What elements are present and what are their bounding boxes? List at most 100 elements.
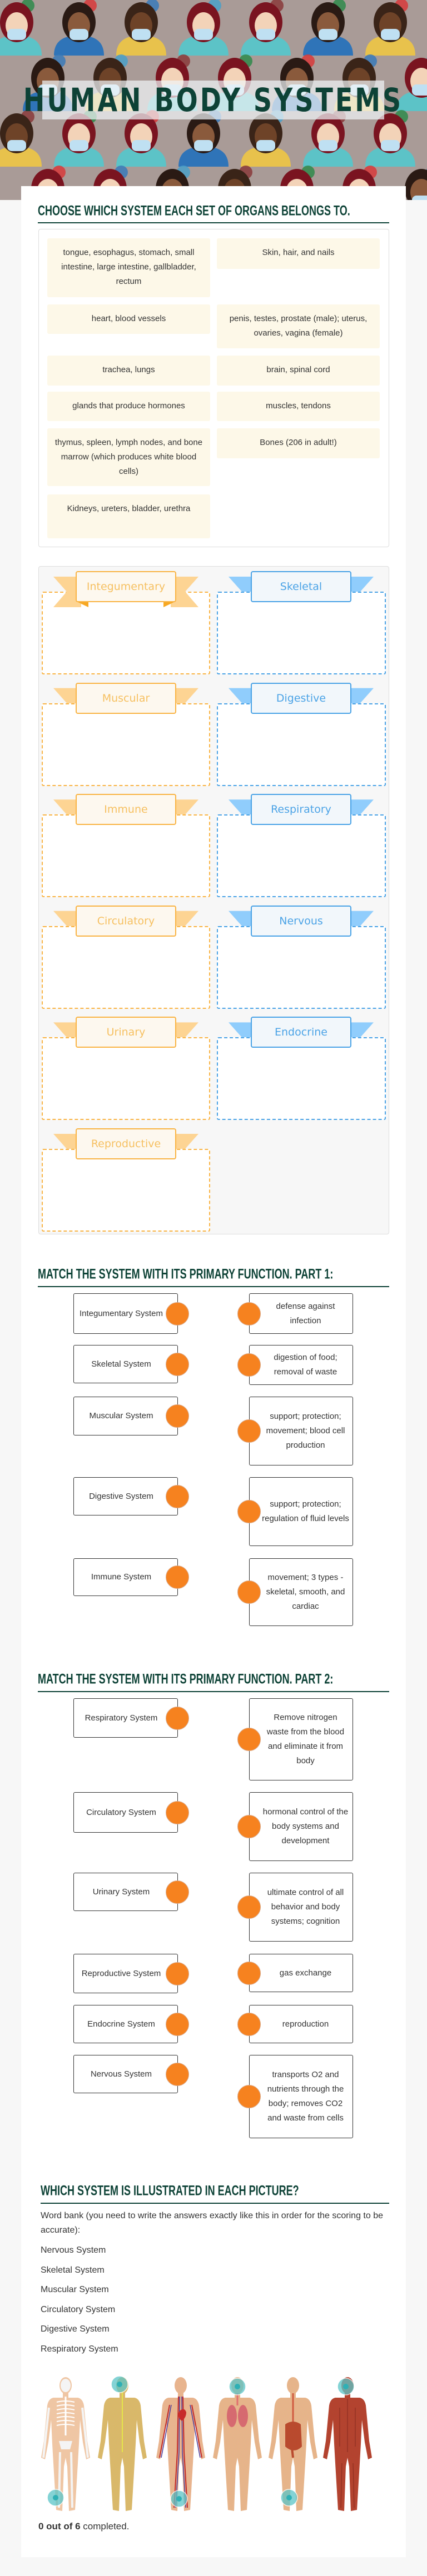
match-system-box[interactable]: Integumentary System <box>73 1293 178 1334</box>
match-function-box[interactable]: defense against infection <box>249 1293 353 1334</box>
draggable-organ-item[interactable]: trachea, lungs <box>47 356 210 386</box>
draggable-organ-item[interactable]: tongue, esophagus, stomach, small intest… <box>47 238 210 297</box>
match-system-box[interactable]: Digestive System <box>73 1477 178 1515</box>
section-divider <box>38 222 389 223</box>
category-label-circulatory: Circulatory <box>76 905 176 937</box>
figure-circulatory-system <box>156 2377 205 2511</box>
draggable-organ-item[interactable]: Bones (206 in adult!) <box>217 428 380 458</box>
match-system-box[interactable]: Circulatory System <box>73 1792 178 1833</box>
match-system-box[interactable]: Skeletal System <box>73 1345 178 1383</box>
match-function-box[interactable]: support; protection; movement; blood cel… <box>249 1397 353 1465</box>
match-function-box[interactable]: Remove nitrogen waste from the blood and… <box>249 1698 353 1780</box>
draggable-organ-item[interactable]: brain, spinal cord <box>217 356 380 386</box>
match-connector-left[interactable] <box>166 2012 189 2036</box>
draggable-organ-item[interactable]: muscles, tendons <box>217 392 380 421</box>
match-connector-right[interactable] <box>237 1500 261 1523</box>
match-connector-right[interactable] <box>237 1302 261 1325</box>
category-label-reproductive: Reproductive <box>76 1128 176 1159</box>
word-bank-item: Respiratory System <box>41 2344 118 2354</box>
section-divider <box>38 1286 389 1287</box>
drop-zone-skeletal[interactable] <box>217 592 386 674</box>
match-connector-left[interactable] <box>166 1880 189 1904</box>
hotspot-center <box>286 2495 292 2500</box>
draggable-organ-item[interactable]: heart, blood vessels <box>47 304 210 334</box>
match-connector-right[interactable] <box>237 2012 261 2036</box>
draggable-organ-item[interactable]: Kidneys, ureters, bladder, urethra <box>47 494 210 538</box>
match-function-box[interactable]: digestion of food; removal of waste <box>249 1345 353 1385</box>
match-connector-left[interactable] <box>166 1800 189 1824</box>
match-connector-left[interactable] <box>166 1706 189 1730</box>
hotspot-center <box>176 2496 182 2502</box>
match-connector-right[interactable] <box>237 1961 261 1985</box>
match-connector-left[interactable] <box>166 1962 189 1985</box>
match-connector-right[interactable] <box>237 1419 261 1443</box>
hotspot-center <box>53 2495 58 2500</box>
header-title-box: HUMAN BODY SYSTEMS <box>23 81 401 119</box>
match-system-box[interactable]: Endocrine System <box>73 2005 178 2043</box>
organs-section-title: CHOOSE WHICH SYSTEM EACH SET OF ORGANS B… <box>38 203 350 218</box>
match-connector-right[interactable] <box>237 1895 261 1919</box>
drop-zone-muscular[interactable] <box>42 703 210 786</box>
match-connector-left[interactable] <box>166 1565 189 1589</box>
category-label-urinary: Urinary <box>76 1017 176 1048</box>
draggable-organ-item[interactable]: glands that produce hormones <box>47 392 210 421</box>
category-label-endocrine: Endocrine <box>251 1017 351 1048</box>
word-bank-instructions: Word bank (you need to write the answers… <box>41 2211 384 2235</box>
match-function-box[interactable]: gas exchange <box>249 1954 353 1992</box>
draggable-organ-item[interactable]: penis, testes, prostate (male); uterus, … <box>217 304 380 348</box>
match-system-box[interactable]: Nervous System <box>73 2055 178 2093</box>
figure-muscular-system <box>323 2377 372 2511</box>
figure-digestive-system <box>269 2377 317 2511</box>
figure-skeletal-system <box>41 2377 90 2511</box>
match-function-box[interactable]: movement; 3 types - skeletal, smooth, an… <box>249 1558 353 1626</box>
progress-count: 0 out of 6 <box>38 2521 81 2532</box>
match-function-box[interactable]: support; protection; regulation of fluid… <box>249 1477 353 1546</box>
page-title: HUMAN BODY SYSTEMS <box>23 81 404 119</box>
category-label-respiratory: Respiratory <box>251 794 351 826</box>
match-connector-left[interactable] <box>166 1484 189 1508</box>
ribbon-tails <box>53 577 198 607</box>
match-function-box[interactable]: reproduction <box>249 2005 353 2043</box>
drop-zone-digestive[interactable] <box>217 703 386 786</box>
drop-zone-circulatory[interactable] <box>42 926 210 1009</box>
category-label-skeletal: Skeletal <box>251 571 351 602</box>
section-divider <box>38 1691 389 1692</box>
pictures-section-title: WHICH SYSTEM IS ILLUSTRATED IN EACH PICT… <box>41 2183 299 2198</box>
hotspot-center <box>117 2382 122 2387</box>
progress-status: 0 out of 6 completed. <box>38 2521 129 2532</box>
match-connector-right[interactable] <box>237 1815 261 1838</box>
draggable-organ-item[interactable]: thymus, spleen, lymph nodes, and bone ma… <box>47 428 210 486</box>
match-connector-right[interactable] <box>237 2085 261 2108</box>
drop-zone-endocrine[interactable] <box>217 1037 386 1121</box>
progress-suffix: completed. <box>80 2521 130 2532</box>
drop-zone-reproductive[interactable] <box>42 1149 210 1232</box>
hotspot-center <box>235 2384 240 2389</box>
match-function-box[interactable]: transports O2 and nutrients through the … <box>249 2055 353 2138</box>
drop-zone-nervous[interactable] <box>217 926 386 1009</box>
match-connector-left[interactable] <box>166 1302 189 1325</box>
draggable-organ-item[interactable]: Skin, hair, and nails <box>217 238 380 269</box>
match-connector-left[interactable] <box>166 1404 189 1428</box>
match-system-box[interactable]: Respiratory System <box>73 1698 178 1738</box>
match-connector-left[interactable] <box>166 2062 189 2086</box>
category-label-nervous: Nervous <box>251 905 351 937</box>
match-connector-right[interactable] <box>237 1580 261 1604</box>
figure-nervous-system <box>98 2377 147 2511</box>
drop-zone-urinary[interactable] <box>42 1037 210 1121</box>
match-system-box[interactable]: Muscular System <box>73 1397 178 1435</box>
match-function-box[interactable]: hormonal control of the body systems and… <box>249 1792 353 1861</box>
word-bank-item: Skeletal System <box>41 2265 105 2275</box>
match-system-box[interactable]: Reproductive System <box>73 1954 178 1993</box>
category-label-immune: Immune <box>76 794 176 826</box>
match-system-box[interactable]: Urinary System <box>73 1873 178 1911</box>
drop-zone-respiratory[interactable] <box>217 814 386 898</box>
word-bank-item: Circulatory System <box>41 2304 116 2314</box>
match2-section-title: MATCH THE SYSTEM WITH ITS PRIMARY FUNCTI… <box>38 1671 334 1687</box>
drop-zone-immune[interactable] <box>42 814 210 898</box>
match-connector-right[interactable] <box>237 1353 261 1377</box>
match-function-box[interactable]: ultimate control of all behavior and bod… <box>249 1873 353 1942</box>
match-connector-left[interactable] <box>166 1352 189 1376</box>
match-system-box[interactable]: Immune System <box>73 1558 178 1596</box>
category-label-muscular: Muscular <box>76 682 176 714</box>
match-connector-right[interactable] <box>237 1728 261 1751</box>
